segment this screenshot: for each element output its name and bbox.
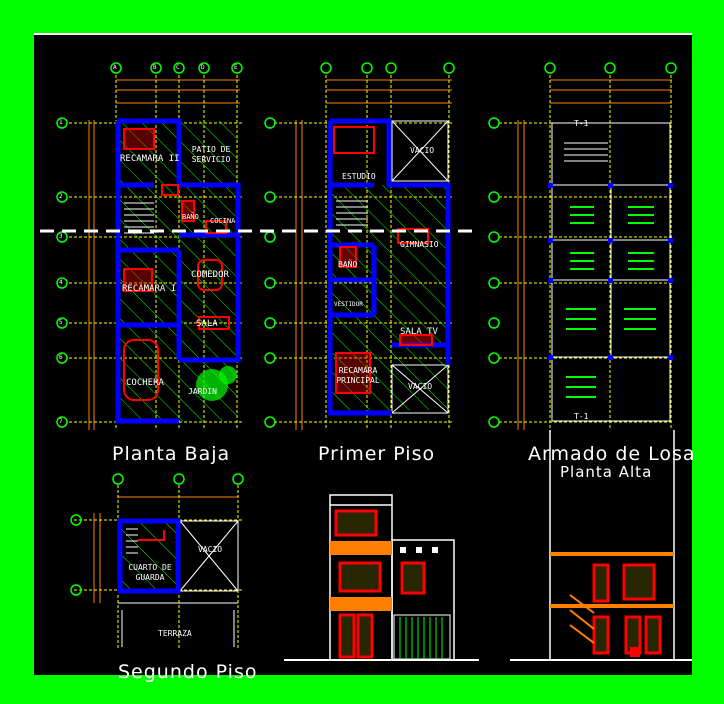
room-recamara-ii: RECAMARA II — [120, 154, 180, 164]
axis-label-a: A — [113, 64, 117, 71]
losa-label-top: T-1 — [574, 119, 589, 128]
title-segundo-piso: Segundo Piso — [118, 661, 258, 683]
room-terraza: TERRAZA — [158, 629, 192, 638]
axis-label-6: 6 — [59, 354, 63, 361]
planta-baja-plan — [56, 62, 244, 430]
axis-label-e: E — [234, 64, 238, 71]
title-armado-losa: Armado de Losa — [528, 443, 696, 465]
room-cocina: COCINA — [210, 217, 236, 225]
axis-label-3: 3 — [59, 233, 63, 240]
room-recamara-principal: RECAMARA PRINCIPAL — [336, 366, 380, 385]
title-primer-piso: Primer Piso — [318, 443, 436, 465]
room-gimnasio: GIMNASIO — [400, 240, 439, 249]
rear-elevation — [510, 430, 692, 661]
cad-drawing — [40, 62, 692, 661]
room-recamara-i: RECAMARA I — [122, 284, 177, 294]
axis-label-7: 7 — [59, 418, 63, 425]
axis-label-4: 4 — [59, 279, 63, 286]
title-planta-baja: Planta Baja — [112, 443, 231, 465]
losa-label-bottom: T-1 — [574, 412, 589, 421]
room-cuarto-guarda: CUARTO DE GUARDA — [128, 563, 172, 582]
room-cochera: COCHERA — [126, 378, 164, 388]
room-jardin: JARDIN — [188, 387, 217, 396]
facade-elevation — [284, 494, 479, 661]
room-comedor: COMEDOR — [191, 270, 229, 280]
room-vacio-bottom: VACIO — [408, 382, 433, 391]
room-vacio-top: VACIO — [410, 146, 435, 155]
axis-label-d: D — [201, 64, 205, 71]
axis-label-b: B — [153, 64, 157, 71]
primer-piso-plan — [264, 62, 455, 430]
room-bano-pb: BAÑO — [182, 213, 199, 221]
room-estudio: ESTUDIO — [342, 172, 376, 181]
room-vestidor: VESTIDOR — [334, 301, 363, 308]
axis-label-5: 5 — [59, 319, 63, 326]
axis-label-1: 1 — [59, 119, 63, 126]
room-sala-tv: SALA TV — [400, 327, 438, 337]
title-planta-alta: Planta Alta — [560, 463, 653, 481]
armado-losa-plan — [488, 62, 677, 430]
axis-label-2: 2 — [59, 193, 63, 200]
room-bano-pp: BAÑO — [338, 260, 358, 269]
drawing-canvas: Planta Baja Primer Piso Armado de Losa P… — [34, 33, 695, 683]
room-sala: SALA — [196, 319, 218, 329]
axis-label-c: C — [176, 64, 180, 71]
room-vacio-sp: VACIO — [198, 545, 223, 554]
room-patio-servicio: PATIO DE SERVICIO — [191, 145, 231, 164]
segundo-piso-plan — [70, 473, 244, 650]
